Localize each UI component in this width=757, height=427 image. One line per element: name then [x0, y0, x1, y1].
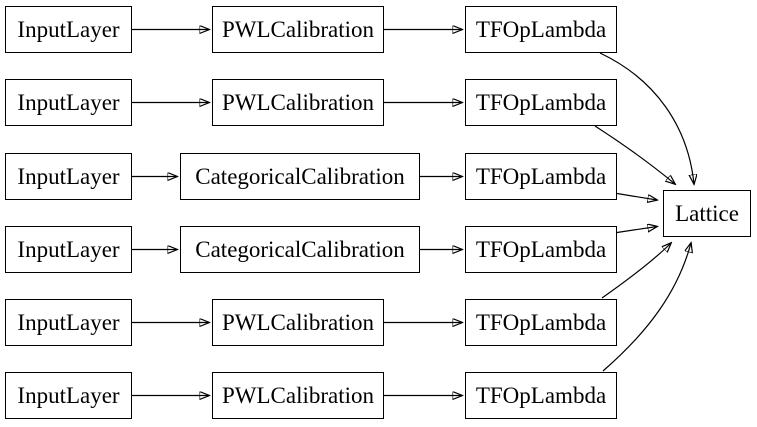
node-pwl-calibration-2: PWLCalibration: [212, 79, 384, 126]
node-input-layer-2: InputLayer: [5, 79, 132, 126]
edge-lambda-lattice-3: [616, 192, 657, 201]
node-input-layer-6: InputLayer: [5, 372, 132, 419]
edge-lambda-lattice-4: [616, 227, 657, 234]
node-tf-op-lambda-5: TFOpLambda: [465, 299, 617, 346]
node-input-layer-3: InputLayer: [5, 153, 132, 200]
node-input-layer-5: InputLayer: [5, 299, 132, 346]
node-lattice: Lattice: [663, 190, 751, 237]
node-categorical-calibration-2: CategoricalCalibration: [180, 226, 420, 273]
node-pwl-calibration-3: PWLCalibration: [212, 299, 384, 346]
node-pwl-calibration-4: PWLCalibration: [212, 372, 384, 419]
node-pwl-calibration-1: PWLCalibration: [212, 6, 384, 53]
node-input-layer-1: InputLayer: [5, 6, 132, 53]
node-tf-op-lambda-2: TFOpLambda: [465, 79, 617, 126]
node-tf-op-lambda-6: TFOpLambda: [465, 372, 617, 419]
node-input-layer-4: InputLayer: [5, 226, 132, 273]
node-tf-op-lambda-4: TFOpLambda: [465, 226, 617, 273]
node-tf-op-lambda-1: TFOpLambda: [465, 6, 617, 53]
node-categorical-calibration-1: CategoricalCalibration: [180, 153, 420, 200]
node-tf-op-lambda-3: TFOpLambda: [465, 153, 617, 200]
